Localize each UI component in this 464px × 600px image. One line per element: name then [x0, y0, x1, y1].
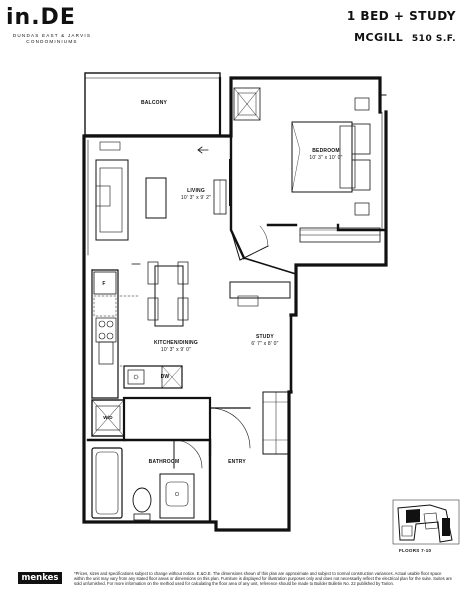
- entry-label: ENTRY: [228, 459, 246, 465]
- vanity: [159, 473, 195, 519]
- bedroom-name: BEDROOM: [312, 148, 340, 154]
- unit-type: 1 BED + STUDY: [346, 9, 456, 23]
- living-label: LIVING 10' 3" x 9' 2": [172, 188, 220, 202]
- study-label: STUDY 6' 7" x 8' 0": [242, 334, 288, 348]
- fridge-label: F: [102, 281, 106, 287]
- brand-logo: in.DE: [6, 5, 76, 30]
- study-desk: [229, 281, 291, 299]
- unit-name-area: MCGILL 510 S.F.: [354, 31, 456, 44]
- balcony-label: BALCONY: [140, 100, 168, 106]
- kitchen-dining-label: KITCHEN/DINING 10' 3" x 9' 0": [150, 340, 202, 354]
- brand-tagline: DUNDAS EAST & JARVIS CONDOMINIUMS: [12, 33, 92, 44]
- study-name: STUDY: [256, 334, 274, 340]
- sofa: [95, 159, 129, 241]
- bathroom-walls: [86, 438, 212, 524]
- washer-dryer-label: W/D: [103, 415, 113, 420]
- kitchen-dining-name: KITCHEN/DINING: [154, 340, 198, 346]
- key-plan: [392, 499, 460, 545]
- bed: [291, 121, 353, 193]
- study-size: 6' 7" x 8' 0": [251, 341, 279, 347]
- developer-logo: menkes: [18, 572, 62, 584]
- unit-area: 510 S.F.: [411, 34, 456, 44]
- bedroom-label: BEDROOM 10' 3" x 10' 0": [298, 148, 354, 162]
- bathroom-label: BATHROOM: [148, 459, 180, 465]
- living-name: LIVING: [187, 188, 205, 194]
- floors-label: FLOORS 7-10: [399, 548, 432, 553]
- dining-table: [154, 265, 184, 327]
- dishwasher-label: DW: [160, 374, 170, 380]
- disclaimer-text: *Prices, sizes and specifications subjec…: [74, 571, 452, 587]
- bathtub: [91, 447, 123, 519]
- kitchen-dining-size: 10' 3" x 9' 0": [160, 347, 192, 353]
- bedroom-size: 10' 3" x 10' 0": [309, 155, 343, 161]
- living-size: 10' 3" x 9' 2": [180, 195, 212, 201]
- kitchen-counter: [91, 269, 119, 399]
- unit-name: MCGILL: [354, 31, 404, 44]
